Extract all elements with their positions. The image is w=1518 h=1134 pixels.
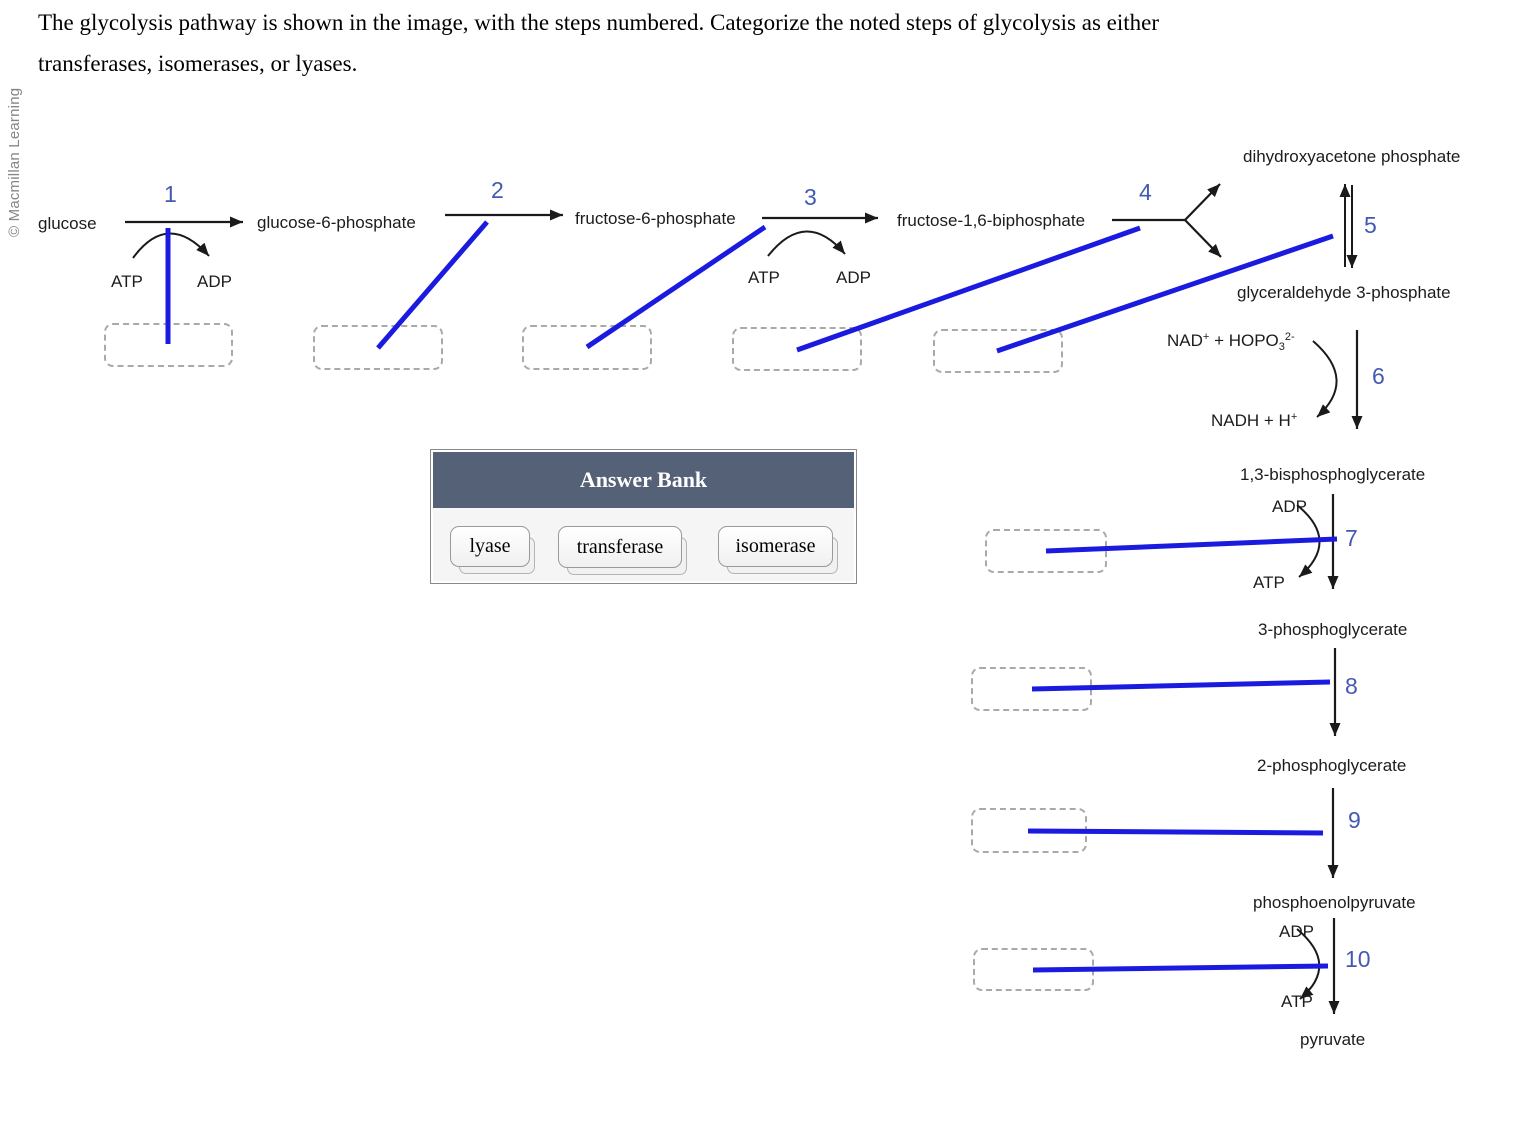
reaction-arrows <box>125 183 1363 1014</box>
label-2-phosphoglycerate: 2-phosphoglycerate <box>1257 756 1407 775</box>
drop-target-step-4[interactable] <box>732 327 862 371</box>
label-dihydroxyacetone-phosphate: dihydroxyacetone phosphate <box>1243 147 1461 166</box>
step-number-6: 6 <box>1372 363 1385 389</box>
label-glucose-6-phosphate: glucose-6-phosphate <box>257 213 416 232</box>
label-atp-step7: ATP <box>1253 573 1285 592</box>
answer-chip-transferase[interactable]: transferase <box>558 526 682 568</box>
drop-target-step-3[interactable] <box>522 325 652 370</box>
step-number-8: 8 <box>1345 673 1358 699</box>
label-adp-step3: ADP <box>836 268 871 287</box>
label-pyruvate: pyruvate <box>1300 1030 1366 1049</box>
answer-bank-title: Answer Bank <box>433 452 854 508</box>
label-nad-hopo3: NAD+ + HOPO32- <box>1167 331 1295 353</box>
step-number-10: 10 <box>1345 946 1371 972</box>
step-number-9: 9 <box>1348 807 1361 833</box>
label-adp-step7: ADP <box>1272 497 1307 516</box>
step-number-7: 7 <box>1345 525 1358 551</box>
step-number-4: 4 <box>1139 179 1152 205</box>
label-fructose-1-6-biphosphate: fructose-1,6-biphosphate <box>897 211 1086 230</box>
question-text-line2: transferases, isomerases, or lyases. <box>38 51 358 76</box>
drop-target-step-1[interactable] <box>104 323 233 367</box>
drop-target-step-10[interactable] <box>973 948 1094 991</box>
step-number-2: 2 <box>491 177 504 203</box>
label-phosphoenolpyruvate: phosphoenolpyruvate <box>1253 893 1416 912</box>
answer-chip-lyase[interactable]: lyase <box>450 526 530 567</box>
label-adp-step10: ADP <box>1279 922 1314 941</box>
step-number-3: 3 <box>804 184 817 210</box>
drop-target-step-8[interactable] <box>971 667 1092 711</box>
label-atp-step1: ATP <box>111 272 143 291</box>
drop-target-step-9[interactable] <box>971 808 1087 853</box>
label-atp-step10: ATP <box>1281 992 1313 1011</box>
question-text: The glycolysis pathway is shown in the i… <box>38 2 1498 84</box>
label-glyceraldehyde-3-phosphate: glyceraldehyde 3-phosphate <box>1237 283 1451 302</box>
step-number-5: 5 <box>1364 212 1377 238</box>
question-text-line1: The glycolysis pathway is shown in the i… <box>38 10 1160 35</box>
step-number-1: 1 <box>164 181 177 207</box>
answer-bank-body: lyase transferase isomerase <box>433 508 854 581</box>
copyright-watermark: © Macmillan Learning <box>6 87 23 237</box>
label-nadh-h: NADH + H+ <box>1211 411 1298 430</box>
label-adp-step1: ADP <box>197 272 232 291</box>
drop-target-step-5[interactable] <box>933 329 1063 373</box>
label-fructose-6-phosphate: fructose-6-phosphate <box>575 209 736 228</box>
label-3-phosphoglycerate: 3-phosphoglycerate <box>1258 620 1408 639</box>
label-1-3-bisphosphoglycerate: 1,3-bisphosphoglycerate <box>1240 465 1426 484</box>
drop-target-step-7[interactable] <box>985 529 1107 573</box>
answer-bank: Answer Bank lyase transferase isomerase <box>430 449 857 584</box>
label-glucose: glucose <box>38 214 97 233</box>
label-atp-step3: ATP <box>748 268 780 287</box>
drop-target-step-2[interactable] <box>313 325 443 370</box>
answer-chip-isomerase[interactable]: isomerase <box>718 526 833 567</box>
